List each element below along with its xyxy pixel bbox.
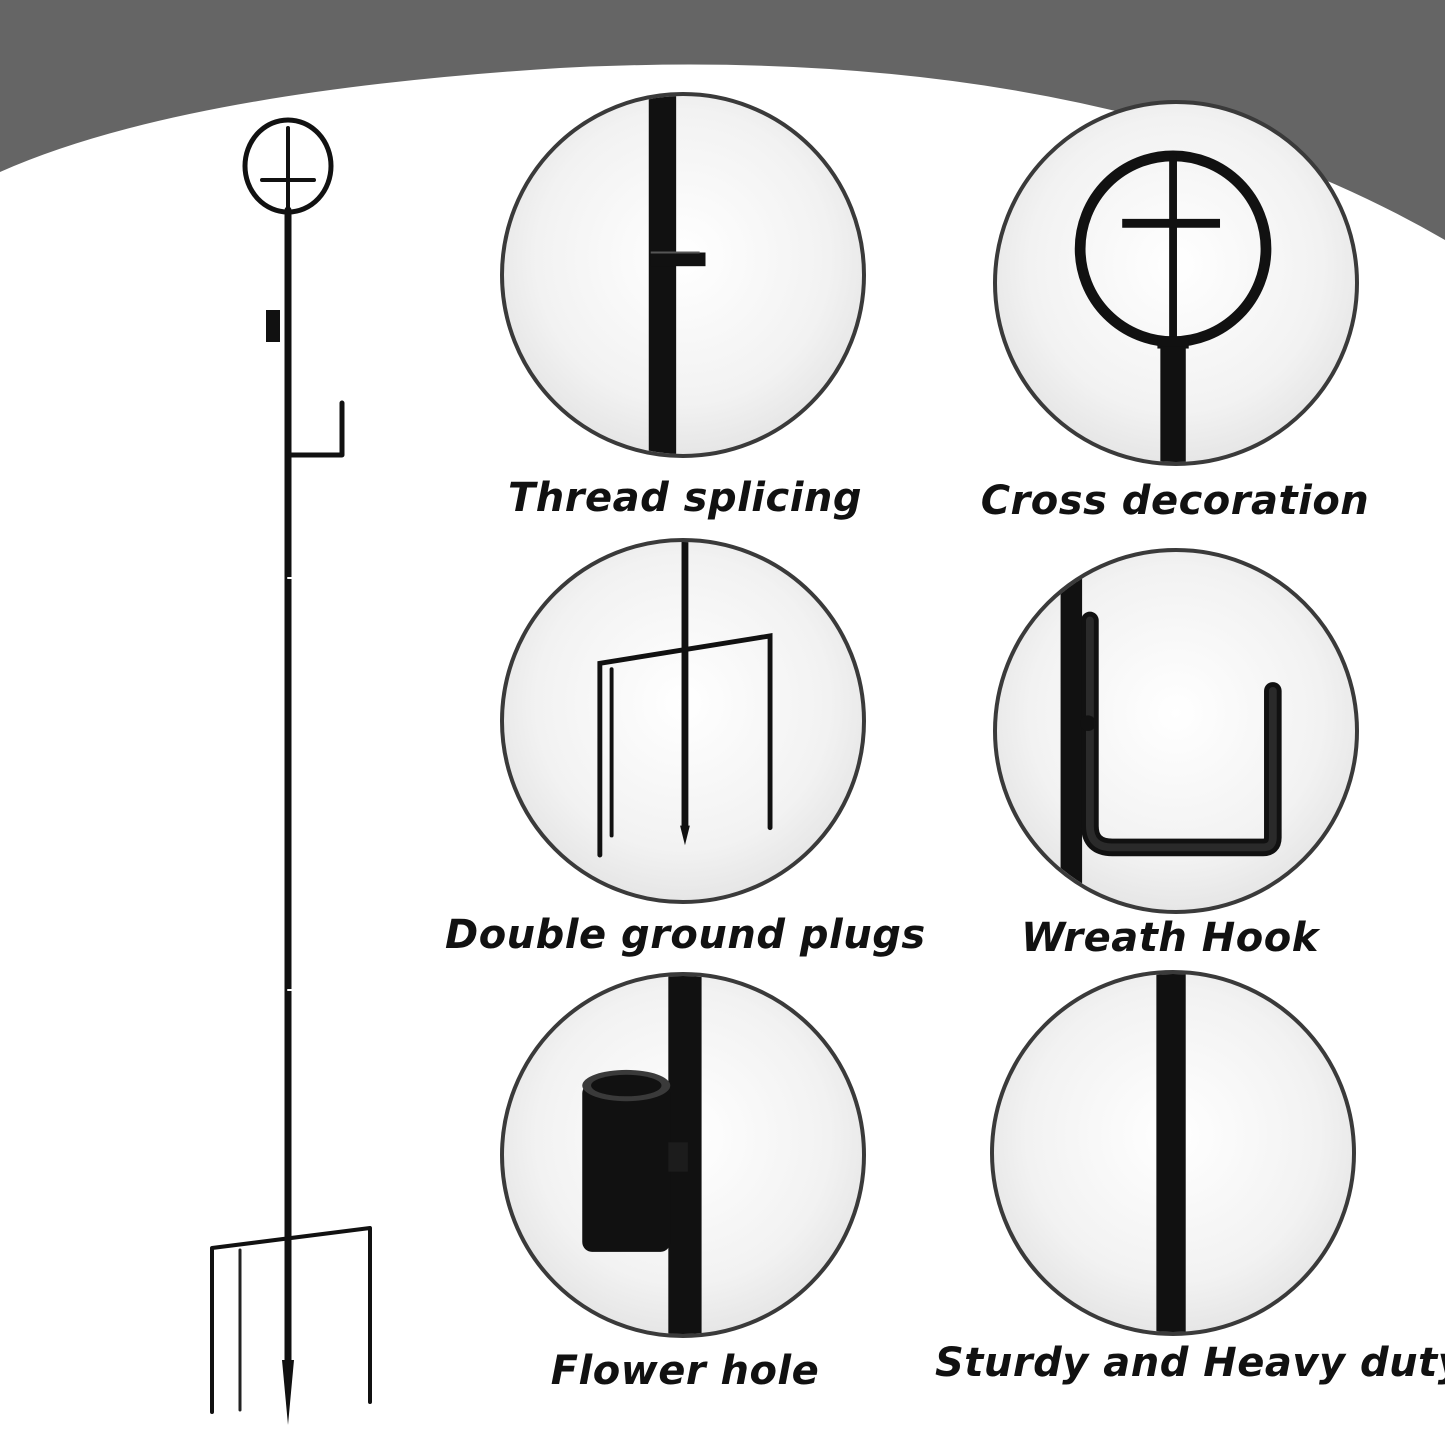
caption-cross-decoration: Cross decoration: [980, 478, 1370, 524]
caption-flower-hole: Flower hole: [550, 1348, 820, 1394]
shepherd-hook-pole-image: [210, 117, 372, 1425]
sturdy-pole-detail: [990, 970, 1356, 1336]
caption-sturdy-heavy-duty: Sturdy and Heavy duty: [935, 1340, 1445, 1386]
caption-thread-splicing: Thread splicing: [507, 475, 863, 521]
flower-hole-detail: [500, 972, 866, 1338]
caption-double-ground-plugs: Double ground plugs: [445, 912, 926, 958]
ground-plugs-detail: [500, 538, 866, 904]
wreath-hook-detail: [993, 548, 1359, 914]
cross-decoration-detail: [993, 100, 1359, 466]
caption-wreath-hook: Wreath Hook: [1021, 915, 1319, 961]
thread-splicing-detail: [500, 92, 866, 458]
